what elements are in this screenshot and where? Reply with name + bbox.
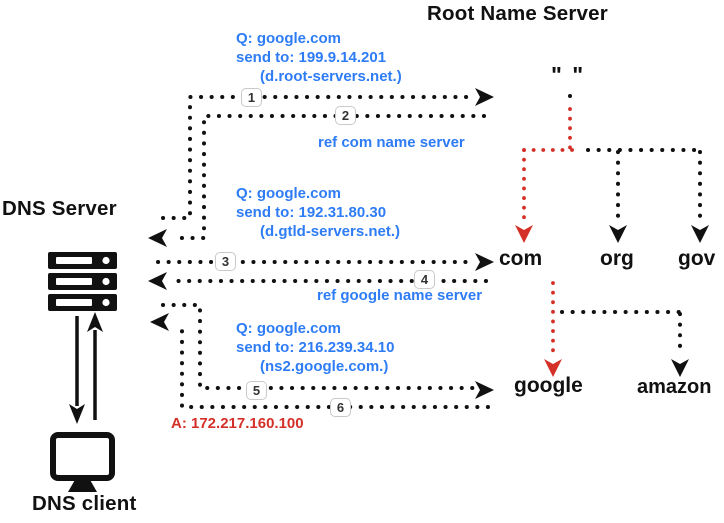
answer-arrow [150,313,490,409]
server-client-arrows [69,312,103,424]
server-icon [48,252,117,311]
tree-node-org: org [600,247,634,270]
query-line: send to: 216.239.34.10 [236,339,395,356]
tree-node-google: google [514,374,583,397]
dns-server-label: DNS Server [2,197,117,220]
query-root-arrow [161,88,494,220]
step-badge-4: 4 [414,270,435,289]
query-line: Q: google.com [236,320,341,337]
step-badge-3: 3 [215,252,236,271]
query-line: send to: 199.9.14.201 [236,49,387,66]
step-badge-1: 1 [241,88,262,107]
dns-tree-edges [515,94,709,377]
query-google-arrow [161,303,494,399]
referral-com-arrow [148,114,486,247]
ref-google-annotation: ref google name server [317,287,483,304]
ref-com-annotation: ref com name server [318,134,465,151]
query-google-annotation: Q: google.com send to: 216.239.34.10 (ns… [236,319,394,376]
query-root-annotation: Q: google.com send to: 199.9.14.201 (d.r… [236,29,402,86]
query-line: send to: 192.31.80.30 [236,204,387,221]
monitor-icon [50,432,115,492]
step-badge-6: 6 [330,398,351,417]
dns-client-label: DNS client [32,492,137,515]
tree-node-amazon: amazon [637,376,712,398]
tree-node-root: " " [551,62,586,88]
step-badge-2: 2 [335,106,356,125]
answer-annotation: A: 172.217.160.100 [171,415,304,432]
query-line: (d.gtld-servers.net.) [260,223,401,240]
query-line: (d.root-servers.net.) [260,68,402,85]
query-line: Q: google.com [236,185,341,202]
step-badge-5: 5 [246,381,267,400]
query-line: Q: google.com [236,30,341,47]
query-com-arrow [156,253,494,271]
query-tld-annotation: Q: google.com send to: 192.31.80.30 (d.g… [236,184,400,241]
query-line: (ns2.google.com.) [260,358,389,375]
tree-node-gov: gov [678,247,716,270]
root-name-server-title: Root Name Server [427,2,608,25]
tree-node-com: com [499,247,543,270]
